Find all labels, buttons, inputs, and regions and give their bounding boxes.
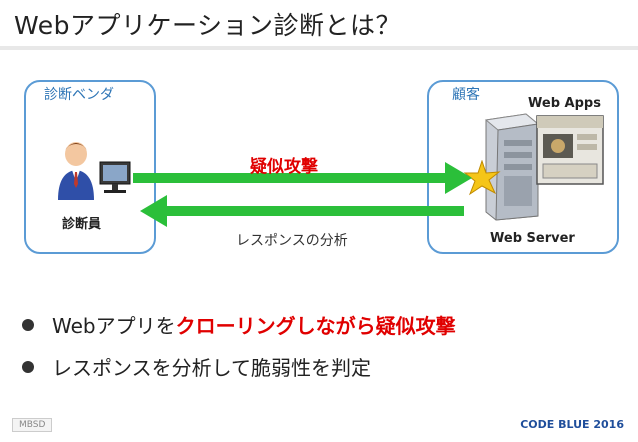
bullet-dot — [22, 318, 34, 331]
response-label: レスポンスの分析 — [236, 233, 348, 249]
bullet-text: Webアプリを — [52, 314, 176, 338]
footer-event: CODE BLUE 2016 — [520, 418, 624, 431]
footer-logo: MBSD — [12, 418, 53, 432]
starburst-icon — [463, 160, 501, 196]
person-at-computer-icon — [58, 142, 131, 200]
server-tower-icon — [484, 113, 540, 221]
bullet-item: レスポンスを分析して脆弱性を判定 — [22, 352, 371, 381]
vendor-label: 診断ベンダ — [44, 87, 114, 103]
customer-label: 顧客 — [452, 87, 480, 103]
bullet-dot — [22, 360, 34, 373]
vendor-panel — [24, 80, 156, 254]
web-server-caption: Web Server — [490, 231, 575, 246]
app-window-icon — [536, 115, 604, 185]
bullet-item: Webアプリをクローリングしながら疑似攻撃 — [22, 310, 456, 339]
attack-label: 疑似攻撃 — [250, 157, 318, 177]
analyst-caption: 診断員 — [62, 217, 102, 232]
slide-title: Webアプリケーション診断とは？ — [14, 11, 402, 40]
web-apps-caption: Web Apps — [528, 96, 601, 111]
title-divider — [0, 46, 638, 50]
bullet-highlight: クローリングしながら疑似攻撃 — [175, 314, 456, 338]
bullet-text: レスポンスを分析して脆弱性を判定 — [52, 356, 371, 380]
